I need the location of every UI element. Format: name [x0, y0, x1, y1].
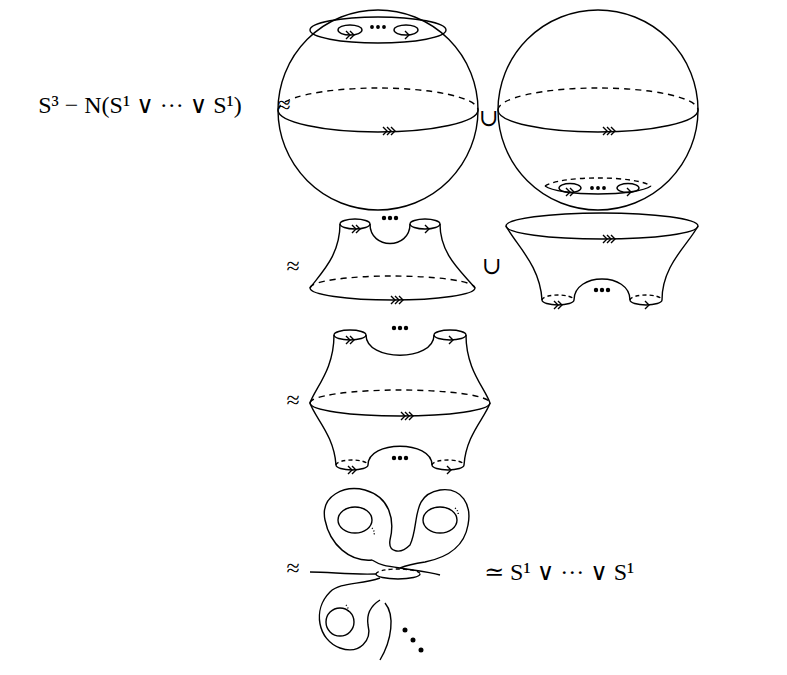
math-symbol: ≈: [277, 92, 290, 118]
sphere-bottom-holes: [498, 10, 698, 210]
sphere-top-holes: [278, 10, 478, 210]
math-symbol: ≈: [286, 387, 299, 413]
math-expression: S³ − N(S¹ ∨ ··· ∨ S¹): [38, 92, 242, 118]
math-symbol: ≈: [286, 555, 299, 581]
handlebody-surface: [310, 489, 469, 660]
glued-surface: [310, 327, 490, 475]
pants-upper: [310, 217, 475, 305]
pants-lower: [506, 213, 698, 309]
math-symbol: ∪: [479, 105, 499, 131]
math-symbol: ≈: [286, 253, 299, 279]
math-symbol: ∪: [482, 253, 502, 279]
math-expression: ≃ S¹ ∨ ··· ∨ S¹: [484, 559, 634, 585]
